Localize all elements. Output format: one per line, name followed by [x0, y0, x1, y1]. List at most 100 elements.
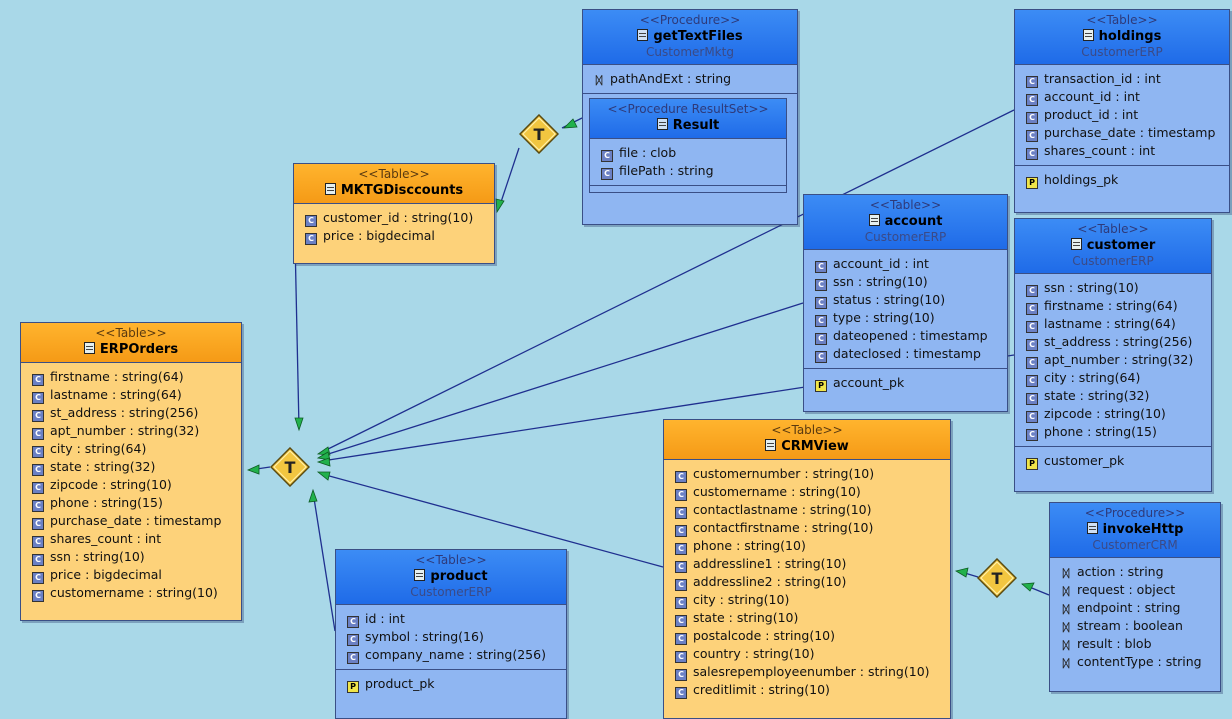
column-icon: C: [1026, 285, 1038, 297]
arrow-head: [316, 471, 331, 481]
edge-transform2-to-mktg: [498, 147, 520, 209]
procedure-gettextfiles[interactable]: <<Procedure>> getTextFiles CustomerMktg …: [582, 9, 798, 225]
column-icon: C: [32, 446, 44, 458]
column-icon: C: [1026, 429, 1038, 441]
box-header: <<Table>> holdings CustomerERP: [1015, 10, 1229, 65]
primary-key-icon: P: [1026, 177, 1038, 189]
procedure-name: invokeHttp: [1054, 521, 1216, 538]
column-icon: C: [32, 572, 44, 584]
column-icon: C: [815, 351, 827, 363]
column-text: shares_count : int: [1044, 143, 1156, 158]
transform-label: T: [285, 458, 296, 477]
column-text: type : string(10): [833, 310, 935, 325]
arrow-head: [495, 198, 505, 214]
column-text: city : string(64): [50, 441, 147, 456]
column-icon: C: [815, 261, 827, 273]
arrow-head: [316, 451, 331, 461]
stereotype-label: <<Procedure ResultSet>>: [607, 102, 769, 116]
column-text: lastname : string(64): [1044, 316, 1176, 331]
transform-node[interactable]: T: [519, 114, 559, 154]
transform-node[interactable]: T: [977, 558, 1017, 598]
transform-node[interactable]: T: [270, 447, 310, 487]
column-icon: C: [32, 536, 44, 548]
table-name-text: account: [884, 214, 943, 229]
